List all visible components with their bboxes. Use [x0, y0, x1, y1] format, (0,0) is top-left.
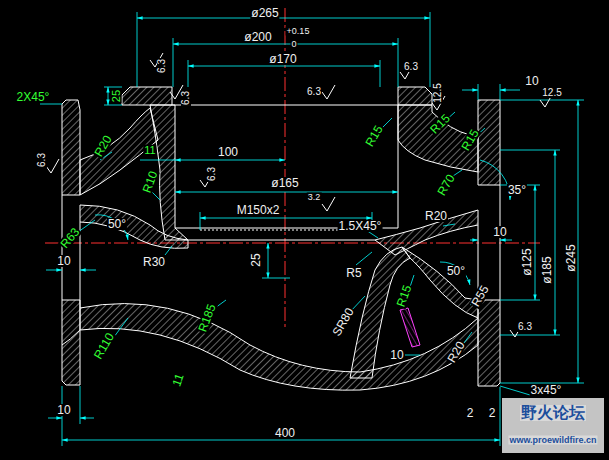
dimension-text: 12.5 [541, 88, 562, 98]
dimension-text: 11 [143, 145, 156, 156]
rib-section [400, 308, 420, 347]
dimension-text: R15 [427, 111, 452, 136]
dimension-text: R15 [363, 123, 385, 150]
watermark-text: 野火论坛 [520, 405, 586, 421]
dimension-text: R55 [469, 283, 491, 310]
dimension-text: 2 [488, 407, 497, 419]
centre-lines [45, 8, 540, 330]
dimension-text: +0.15 [286, 27, 311, 36]
dimension-text: 12.5 [433, 82, 443, 103]
dimension-text: 10 [389, 349, 404, 361]
dimension-text: ø185 [541, 255, 553, 284]
dimension-text: ø200 [243, 31, 272, 43]
dimension-text: ø170 [268, 53, 297, 65]
dimension-text: 100 [217, 146, 239, 158]
dimension-text: R20 [445, 339, 467, 366]
dimension-text: R15 [394, 283, 413, 310]
dimension-text: 10 [56, 404, 71, 416]
dimension-text: 6.3 [37, 152, 47, 168]
dimension-text: 2X45° [16, 91, 51, 103]
roughness-symbols [46, 53, 553, 337]
dimension-text: ø245 [565, 243, 577, 272]
dimension-text: M150x2 [236, 204, 281, 216]
dimension-text: SR80 [330, 305, 356, 339]
dimension-text: 2 [466, 407, 475, 419]
dimension-text: R63 [58, 225, 83, 251]
dimension-text: 6.3 [403, 62, 419, 72]
dimension-text: 25 [250, 252, 262, 267]
dimension-text: R185 [196, 302, 218, 335]
watermark-panel [502, 398, 604, 453]
dimension-text: 50° [107, 218, 127, 230]
dimension-text: 0 [290, 40, 297, 49]
dimension-text: ø265 [250, 7, 279, 19]
dimension-text: 1.5X45° [338, 220, 383, 232]
section-hatch [62, 87, 500, 390]
dimension-text: 3x45° [530, 384, 563, 396]
dimension-text: R30 [142, 256, 166, 268]
dimension-text: R10 [140, 169, 159, 196]
dimension-text: 11 [170, 371, 186, 389]
dimension-text: R5 [345, 267, 362, 279]
dimension-text: R20 [424, 210, 448, 222]
dimension-text: 50° [446, 265, 466, 277]
dimension-text: 6.3 [207, 166, 217, 182]
dimension-text: 6.3 [306, 87, 322, 97]
dimension-text: 10 [56, 255, 71, 267]
dimension-text: 6.3 [157, 58, 167, 74]
dimension-text: R20 [92, 133, 114, 160]
dimension-text: 6.3 [517, 322, 533, 332]
body-outline [62, 105, 500, 345]
dimension-text: R15 [459, 127, 481, 154]
dimension-text: ø125 [521, 247, 533, 276]
watermark-text: www.proewildfire.cn [508, 436, 597, 445]
dimension-text: R110 [91, 330, 116, 362]
dimension-text: R70 [435, 172, 457, 199]
dimension-text: 10 [524, 75, 539, 87]
dimension-text: 6.3 [181, 90, 191, 106]
dimension-text: 10 [492, 226, 507, 238]
dimension-text: 400 [274, 427, 296, 439]
dimension-text: 3.2 [307, 193, 322, 202]
dimension-lines [40, 12, 584, 446]
dimension-text: ø165 [270, 177, 299, 189]
dimension-text: 35° [507, 184, 527, 196]
dimension-text: 25 [111, 89, 122, 103]
